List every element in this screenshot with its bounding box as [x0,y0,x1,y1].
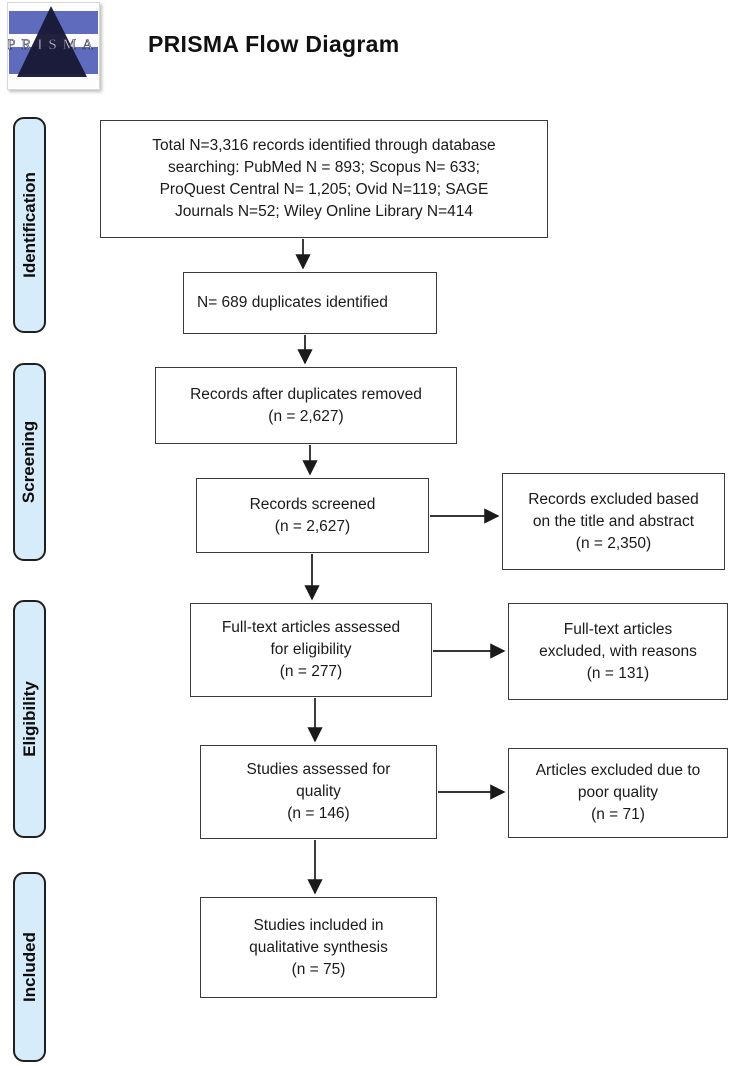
node-text: Total N=3,316 records identified through… [152,137,496,220]
stage-label-text: Included [19,932,39,1002]
node-text: Records after duplicates removed (n = 2,… [190,385,422,425]
prisma-logo-graphic: PRISMA [7,6,99,77]
node-records-after-duplicates: Records after duplicates removed (n = 2,… [155,367,457,444]
node-text: N= 689 duplicates identified [197,294,388,311]
node-text: Full-text articles assessed for eligibil… [221,619,401,680]
stage-label-included: Included [13,872,46,1062]
node-duplicates-identified: N= 689 duplicates identified [183,272,437,334]
node-text: Records excluded based on the title and … [528,490,699,552]
node-text: Studies assessed for quality (n = 146) [246,761,391,822]
page-title: PRISMA Flow Diagram [148,31,400,57]
node-fulltext-excluded: Full-text articles excluded, with reason… [508,603,728,700]
stage-label-text: Identification [19,172,39,278]
stage-label-text: Eligibility [19,681,39,757]
stage-label-identification: Identification [13,117,46,333]
stage-label-text: Screening [19,420,39,504]
stage-label-eligibility: Eligibility [13,600,46,838]
node-text: Records screened (n = 2,627) [249,495,376,535]
node-records-excluded-title-abstract: Records excluded based on the title and … [502,473,725,570]
node-studies-included-synthesis: Studies included in qualitative synthesi… [200,897,437,998]
prisma-logo: PRISMA [7,2,100,90]
node-text: Articles excluded due to poor quality (n… [535,762,701,823]
stage-label-screening: Screening [13,363,46,561]
prisma-logo-text: PRISMA [8,37,99,53]
node-studies-assessed-quality: Studies assessed for quality (n = 146) [200,745,437,839]
node-articles-excluded-poor-quality: Articles excluded due to poor quality (n… [508,748,728,838]
node-records-identified: Total N=3,316 records identified through… [100,120,548,238]
node-records-screened: Records screened (n = 2,627) [196,478,429,553]
node-fulltext-assessed: Full-text articles assessed for eligibil… [190,603,432,697]
node-text: Full-text articles excluded, with reason… [539,620,697,682]
node-text: Studies included in qualitative synthesi… [249,916,388,978]
